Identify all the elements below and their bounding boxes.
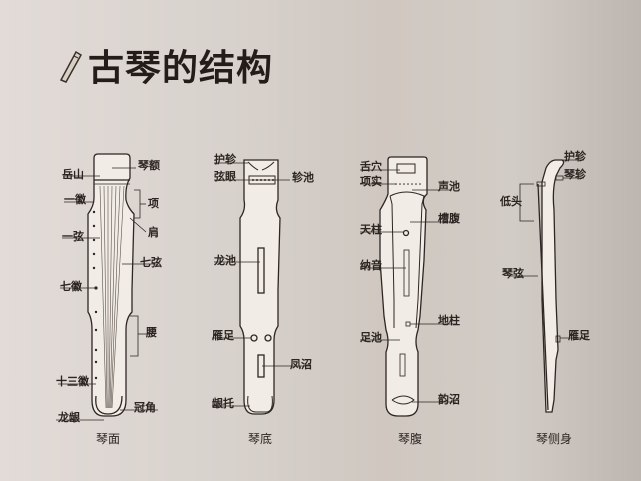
- label-tian-zhu: 天柱: [360, 223, 382, 236]
- label-feng-zhao: 凤沼: [290, 358, 312, 371]
- label-hu-zhen-side: 护轸: [564, 150, 586, 163]
- label-hui-1: 一徽: [64, 193, 86, 206]
- view-qin-bottom: [212, 159, 310, 415]
- label-yun-zhao: 韵沼: [438, 393, 460, 406]
- label-sheng-chi: 声池: [438, 180, 460, 193]
- view-qin-interior: [360, 156, 456, 417]
- label-zu-chi: 足池: [360, 331, 382, 344]
- label-yan-zu: 雁足: [212, 329, 234, 342]
- caption-qin-face: 琴面: [96, 432, 121, 446]
- caption-qin-interior: 琴腹: [398, 432, 423, 446]
- page-title: 古琴的结构: [88, 47, 274, 89]
- label-yue-shan: 岳山: [62, 168, 84, 181]
- label-xiang-shi: 项实: [360, 175, 382, 188]
- label-qin-e: 琴额: [138, 159, 160, 172]
- label-na-yin: 纳音: [360, 259, 382, 272]
- label-qin-xian: 琴弦: [502, 267, 524, 280]
- view-qin-face: [56, 153, 158, 421]
- label-jian: 肩: [148, 226, 159, 239]
- label-qin-zhen: 琴轸: [564, 168, 586, 181]
- label-long-chi: 龙池: [214, 254, 236, 267]
- label-hui-7: 七徽: [60, 280, 82, 293]
- label-long-yin: 龙龈: [58, 411, 80, 424]
- label-zhen-chi: 轸池: [292, 171, 314, 184]
- label-hui-13: 十三徽: [56, 375, 89, 388]
- label-xian-1: 一弦: [62, 230, 84, 243]
- label-yin-tuo: 龈托: [212, 397, 234, 410]
- label-di-tou: 低头: [500, 195, 522, 208]
- label-yao: 腰: [146, 326, 157, 339]
- label-guan-jiao: 冠角: [134, 401, 156, 414]
- caption-qin-side: 琴侧身: [536, 432, 573, 446]
- label-cao-fu: 槽腹: [438, 212, 460, 225]
- label-xian-7: 七弦: [140, 256, 162, 269]
- label-di-zhu: 地柱: [438, 314, 460, 327]
- view-qin-side: [510, 159, 588, 413]
- label-yan-zu-side: 雁足: [568, 329, 590, 342]
- label-she-xue: 舌穴: [360, 160, 382, 173]
- label-hu-zhen: 护轸: [214, 153, 236, 166]
- label-xiang: 项: [148, 197, 159, 210]
- caption-qin-bottom: 琴底: [248, 432, 273, 446]
- label-xian-yan: 弦眼: [214, 170, 236, 183]
- brush-pen-icon: [58, 50, 83, 88]
